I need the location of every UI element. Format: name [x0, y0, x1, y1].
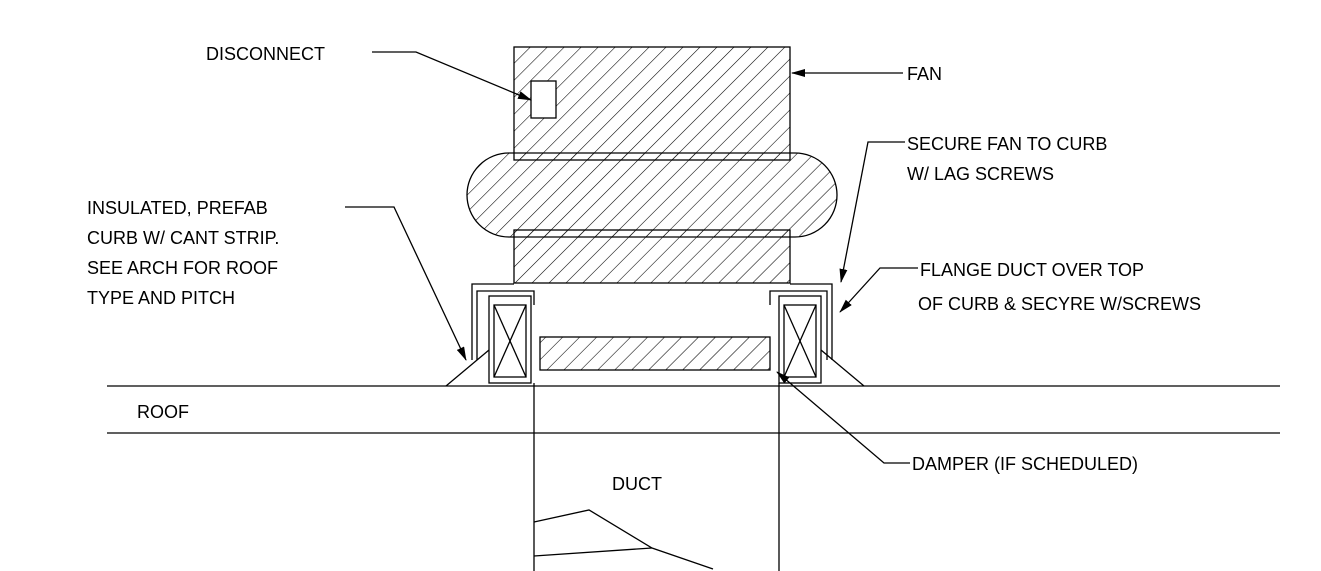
fan-body-lower [513, 229, 791, 284]
flange-label-line1: FLANGE DUCT OVER TOP [920, 260, 1144, 280]
disconnect-label: DISCONNECT [206, 44, 325, 64]
curb-label-line3: SEE ARCH FOR ROOF [87, 258, 278, 278]
curb-flange-right [790, 283, 833, 360]
fan-label: FAN [907, 64, 942, 84]
fan-body-upper [513, 46, 791, 161]
curb-block-left [488, 295, 532, 384]
damper-label: DAMPER (IF SCHEDULED) [912, 454, 1138, 474]
cant-strip-right [820, 349, 865, 387]
leader-curb [345, 206, 467, 361]
duct-break-symbol [533, 509, 714, 570]
cant-strip-left [445, 349, 490, 387]
roof-label: ROOF [137, 402, 189, 422]
flange-label-line2: OF CURB & SECYRE W/SCREWS [918, 294, 1201, 314]
curb-block-right [778, 295, 822, 384]
curb-flange-right-inner [769, 290, 828, 360]
curb-label-line2: CURB W/ CANT STRIP. [87, 228, 279, 248]
leader-disconnect [372, 51, 532, 101]
damper [539, 336, 771, 371]
duct-label: DUCT [612, 474, 662, 494]
leader-damper [776, 371, 910, 464]
disconnect-box [530, 80, 557, 119]
curb-flange-left [471, 283, 514, 360]
fan-shroud [466, 152, 838, 238]
curb-flange-left-inner [476, 290, 535, 360]
curb-label-line1: INSULATED, PREFAB [87, 198, 268, 218]
curb-label-line4: TYPE AND PITCH [87, 288, 235, 308]
leader-flange [839, 267, 918, 313]
duct-break-symbol-lower [533, 547, 653, 557]
secure-label-line1: SECURE FAN TO CURB [907, 134, 1107, 154]
secure-label-line2: W/ LAG SCREWS [907, 164, 1054, 184]
leader-secure [839, 141, 905, 283]
